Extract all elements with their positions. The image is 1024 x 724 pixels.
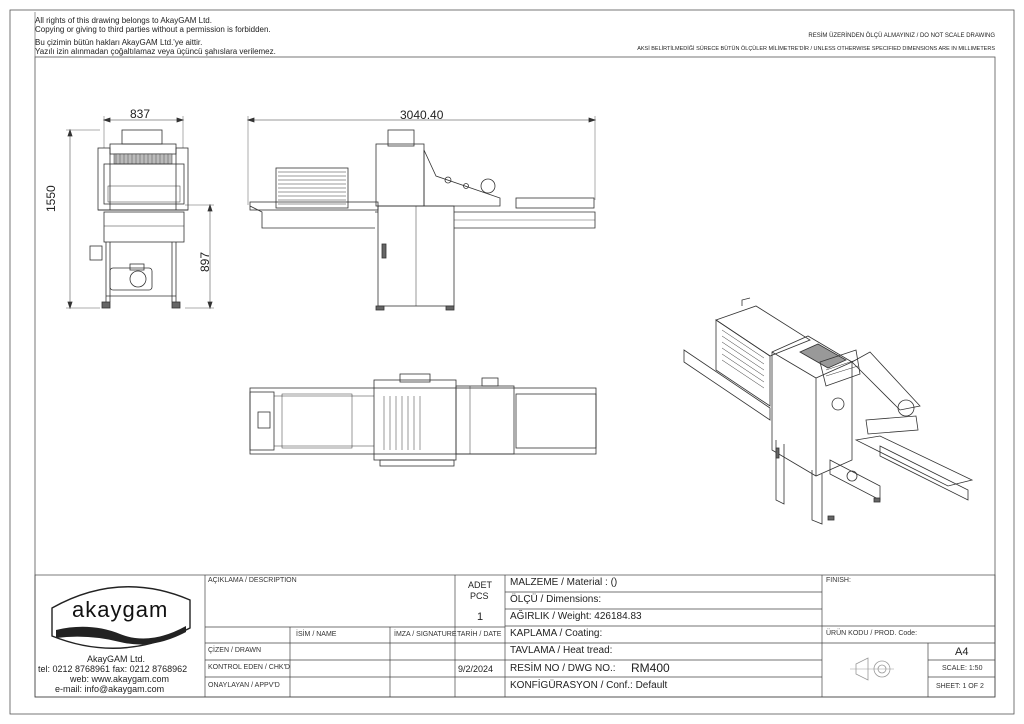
company-email: e-mail: info@akaygam.com: [55, 684, 165, 694]
pcs-value: 1: [477, 611, 484, 623]
checked-label: KONTROL EDEN / CHK'D: [208, 664, 290, 671]
name-label: İSİM / NAME: [296, 631, 337, 638]
side-view: [246, 116, 597, 311]
projection-symbol-icon: [850, 657, 894, 681]
isometric-view: [683, 297, 974, 525]
title-block-grid: [34, 574, 996, 698]
company-phone: tel: 0212 8768961 fax: 0212 8768962: [38, 664, 188, 674]
scale-note: RESİM ÜZERİNDEN ÖLÇÜ ALMAYINIZ / DO NOT …: [808, 33, 995, 39]
company-web: web: www.akaygam.com: [70, 674, 170, 684]
finish-label: FINISH:: [826, 577, 851, 584]
paper-size: A4: [955, 646, 969, 658]
dwg-value: RM400: [631, 661, 670, 675]
top-view: [249, 373, 597, 467]
dimension-length: 3040.40: [400, 108, 444, 122]
units-note: AKSİ BELİRTİLMEDİĞİ SÜRECE BÜTÜN ÖLÇÜLER…: [637, 46, 995, 52]
pcs-label-2: PCS: [470, 591, 489, 601]
pcs-label-1: ADET: [468, 580, 493, 590]
logo-mark: [51, 586, 191, 649]
conf-field: KONFİGÜRASYON / Conf.: Default: [510, 680, 668, 691]
copyright-tr-line-1: Bu çizimin bütün hakları AkayGAM Ltd.'ye…: [35, 38, 203, 47]
company-name: AkayGAM Ltd.: [87, 654, 146, 664]
dwg-label: RESİM NO / DWG NO.:: [510, 663, 616, 674]
front-view: [66, 116, 214, 310]
coating-field: KAPLAMA / Coating:: [510, 628, 603, 639]
dimensions-field: ÖLÇÜ / Dimensions:: [510, 594, 602, 605]
sheet-value: SHEET: 1 OF 2: [936, 683, 984, 690]
material-field: MALZEME / Material : (): [510, 577, 618, 588]
logo-text: akaygam: [72, 597, 169, 622]
dimension-height: 1550: [44, 185, 58, 212]
date-label: TARİH / DATE: [457, 631, 502, 638]
heat-treat-field: TAVLAMA / Heat tread:: [510, 645, 613, 656]
date-value: 9/2/2024: [458, 664, 494, 674]
dimension-table-height: 897: [198, 251, 212, 272]
copyright-en-line-1: All rights of this drawing belongs to Ak…: [35, 16, 212, 25]
copyright-tr-line-2: Yazılı izin alınmadan çoğaltılamaz veya …: [35, 47, 276, 56]
description-label: AÇIKLAMA / DESCRIPTION: [208, 577, 297, 584]
scale-value: SCALE: 1:50: [942, 665, 983, 672]
approved-label: ONAYLAYAN / APPV'D: [208, 682, 280, 689]
drawn-label: ÇİZEN / DRAWN: [208, 647, 262, 654]
weight-field: AĞIRLIK / Weight: 426184.83: [510, 611, 642, 622]
dimension-width: 837: [130, 107, 151, 121]
prod-code-label: ÜRÜN KODU / PROD. Code:: [826, 630, 918, 637]
copyright-en-line-2: Copying or giving to third parties witho…: [35, 25, 271, 34]
signature-label: İMZA / SIGNATURE: [394, 631, 457, 638]
